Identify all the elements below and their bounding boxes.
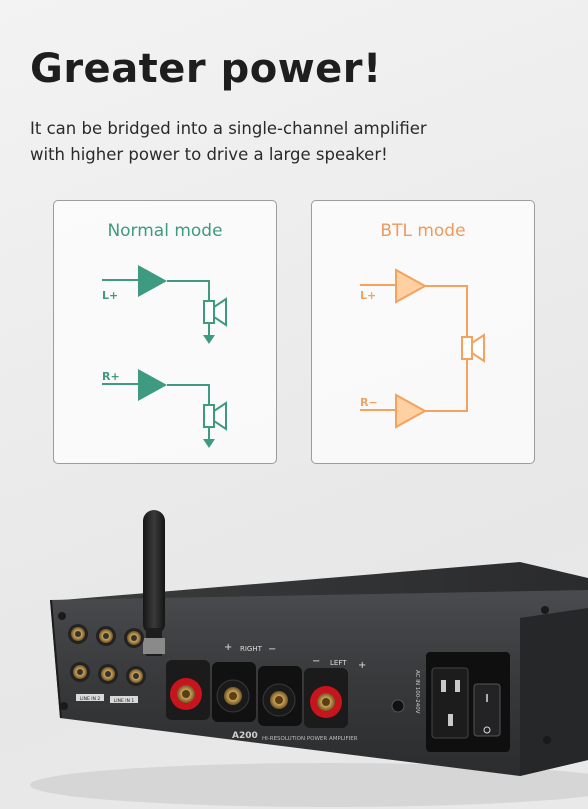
right-minus: − <box>268 644 276 655</box>
left-label: LEFT <box>330 659 347 667</box>
speaker-icon <box>203 404 215 428</box>
left-plus: + <box>358 660 366 671</box>
left-minus: − <box>312 656 320 667</box>
right-label: RIGHT <box>240 645 263 653</box>
line-in-2-label: LINE IN 2 <box>80 696 101 702</box>
btl-circuit <box>360 268 485 429</box>
btl-mode-card: BTL mode L+ R− <box>311 200 535 464</box>
speaker-terminals-icon <box>166 660 348 728</box>
description: It can be bridged into a single-channel … <box>30 116 550 168</box>
btl-mode-diagram: L+ R− <box>360 268 485 429</box>
amplifier-rear-panel-image: LINE IN 2 LINE IN 1 + RIGHT − − LEFT + A… <box>30 510 588 807</box>
model-name: A200 <box>232 731 258 741</box>
ground-arrow-icon <box>203 439 215 448</box>
line-in-2-label-plate <box>76 694 104 701</box>
normal-mode-title: Normal mode <box>107 221 223 241</box>
description-line-2: with higher power to drive a large speak… <box>30 145 388 164</box>
btl-input-r: R− <box>360 396 378 409</box>
normal-input-l: L+ <box>102 289 118 302</box>
normal-mode-card: Normal mode L+ R+ <box>53 200 277 464</box>
rca-inputs-icon <box>68 624 146 686</box>
line-in-1-label-plate <box>110 696 138 703</box>
speaker-icon <box>203 300 215 324</box>
speaker-icon <box>461 336 473 360</box>
normal-input-r: R+ <box>102 370 120 383</box>
amplifier-triangle-icon <box>395 393 428 429</box>
normal-right-channel <box>102 369 227 448</box>
normal-mode-diagram: L+ R+ <box>102 265 227 448</box>
ground-arrow-icon <box>203 335 215 344</box>
antenna-icon <box>143 510 165 635</box>
btl-input-l: L+ <box>360 289 376 302</box>
amplifier-triangle-icon <box>138 265 167 297</box>
right-plus: + <box>224 642 232 653</box>
btl-mode-title: BTL mode <box>380 221 466 241</box>
description-line-1: It can be bridged into a single-channel … <box>30 119 427 138</box>
power-label: AC IN 100-240V <box>414 670 420 714</box>
power-inlet-icon <box>426 652 510 752</box>
model-tagline: HI-RESOLUTION POWER AMPLIFIER <box>262 736 358 742</box>
headline: Greater power! <box>30 46 382 92</box>
amplifier-triangle-icon <box>395 268 428 304</box>
amplifier-triangle-icon <box>138 369 167 401</box>
normal-left-channel <box>102 265 227 344</box>
line-in-1-label: LINE IN 1 <box>114 698 135 704</box>
